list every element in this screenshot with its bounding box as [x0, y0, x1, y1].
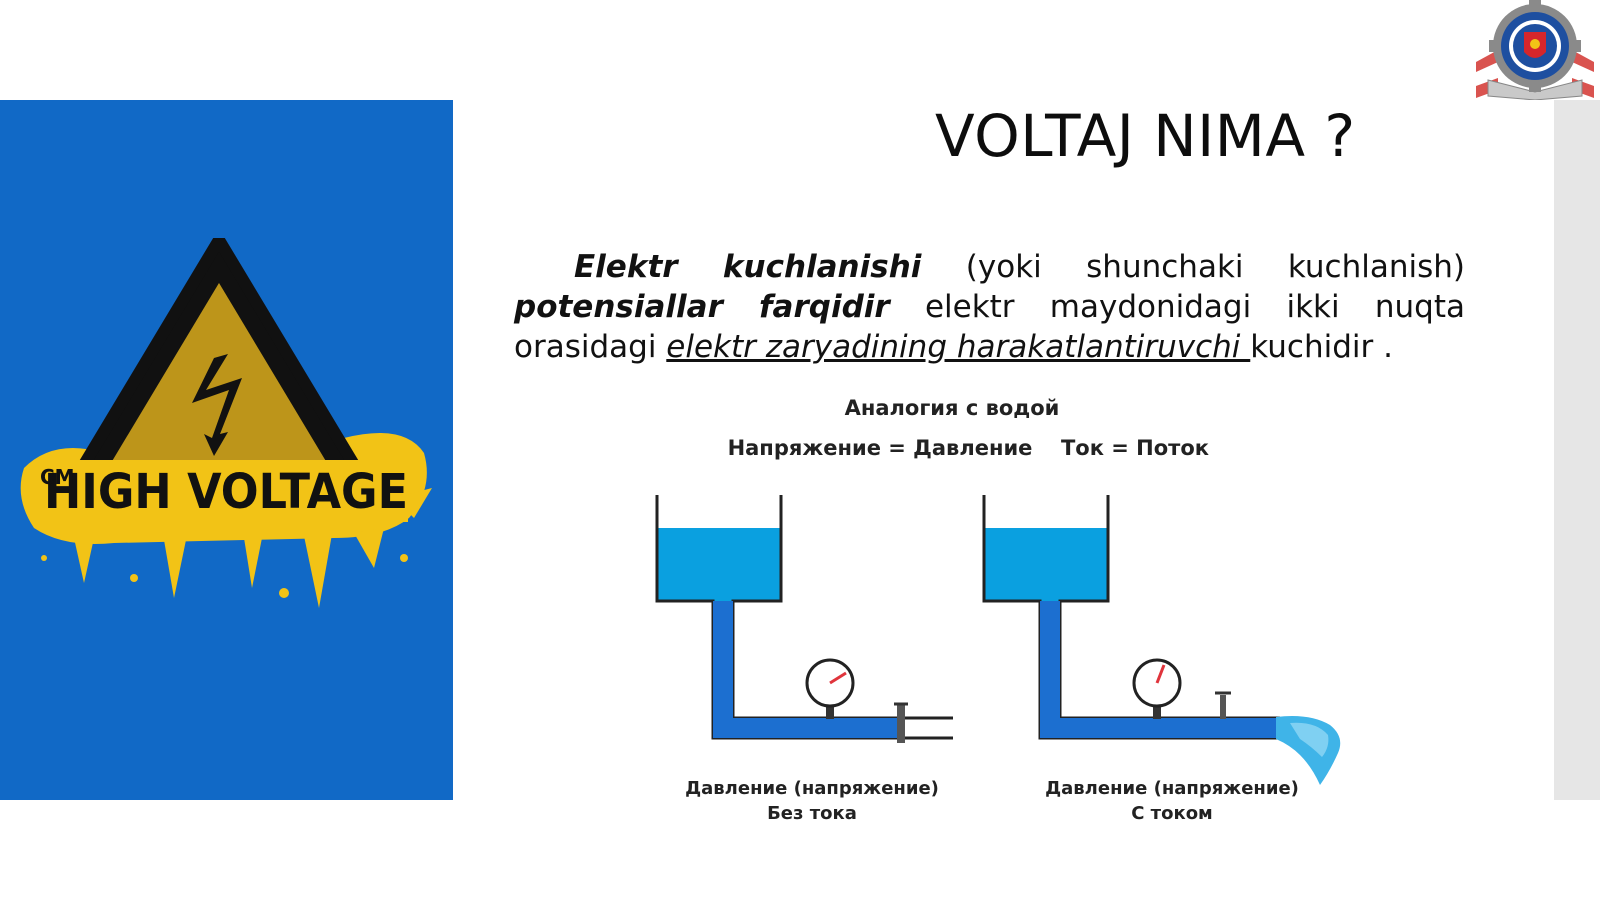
diagram-title: Аналогия с водой [845, 396, 1060, 420]
water-analogy-diagram: Аналогия с водой Напряжение = Давление Т… [655, 396, 1341, 824]
water-flow-splash [1276, 716, 1341, 785]
sign-text: HIGH VOLTAGE [44, 464, 408, 520]
left-caption-line2: Без тока [767, 803, 857, 824]
diagram-subtitle-left: Напряжение = Давление [728, 436, 1033, 460]
right-gray-strip [1554, 100, 1600, 800]
definition-paragraph: Elektr kuchlanishi (yoki shunchaki kuchl… [514, 247, 1465, 367]
valve-icon-open [1215, 691, 1231, 719]
college-emblem-logo [1476, 0, 1594, 100]
emf-link[interactable]: elektr zaryadining harakatlantiruvchi [666, 329, 1251, 365]
term-voltage: Elektr kuchlanishi [574, 249, 922, 285]
paragraph-text-2: elektr maydonidagi ikki nuqta orasidagi [514, 289, 1465, 365]
high-voltage-sign: HIGH VOLTAGE CM [20, 238, 432, 608]
slide-title: VOLTAJ NIMA ? [935, 102, 1356, 170]
valve-icon [894, 702, 908, 743]
paragraph-text-1: (yoki shunchaki kuchlanish) [965, 249, 1465, 285]
paragraph-text-3: kuchidir . [1250, 329, 1393, 365]
pressure-gauge-icon-right [1132, 658, 1182, 719]
lightning-bolt-icon [192, 354, 242, 456]
tank-no-current [655, 495, 953, 743]
right-caption-line1: Давление (напряжение) [1045, 778, 1299, 799]
right-caption-line2: С током [1131, 803, 1213, 824]
tank-with-current [982, 495, 1341, 785]
term-potential-difference: potensiallar farqidir [514, 289, 890, 325]
sign-brand: CM [40, 465, 75, 489]
diagram-subtitle-right: Ток = Поток [1061, 436, 1209, 460]
left-caption-line1: Давление (напряжение) [685, 778, 939, 799]
pressure-gauge-icon [805, 658, 855, 719]
